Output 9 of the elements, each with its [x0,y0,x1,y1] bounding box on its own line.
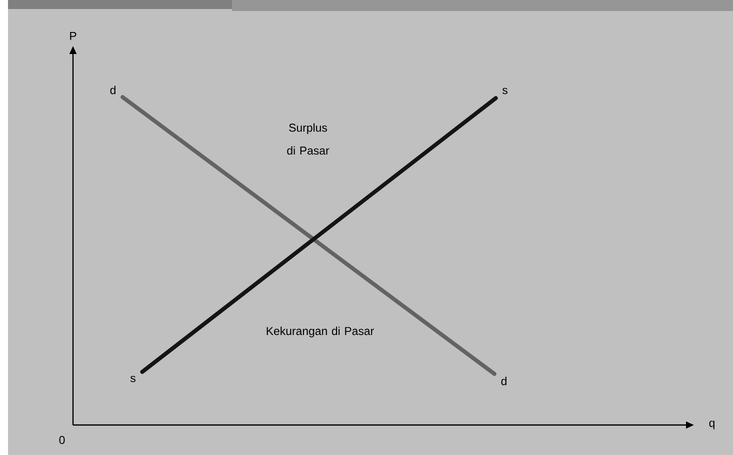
axis-label: P [70,32,76,40]
curve-label: d [110,86,116,94]
curve-label: s [502,88,508,94]
curve-label: d [501,376,506,386]
axis-label: q [709,420,714,430]
region-label: Kekurangan di Pasar [266,326,374,338]
axis-label: 0 [59,436,65,444]
curve-label: s [130,376,136,382]
region-label: Surplus di Pasar [287,123,330,155]
